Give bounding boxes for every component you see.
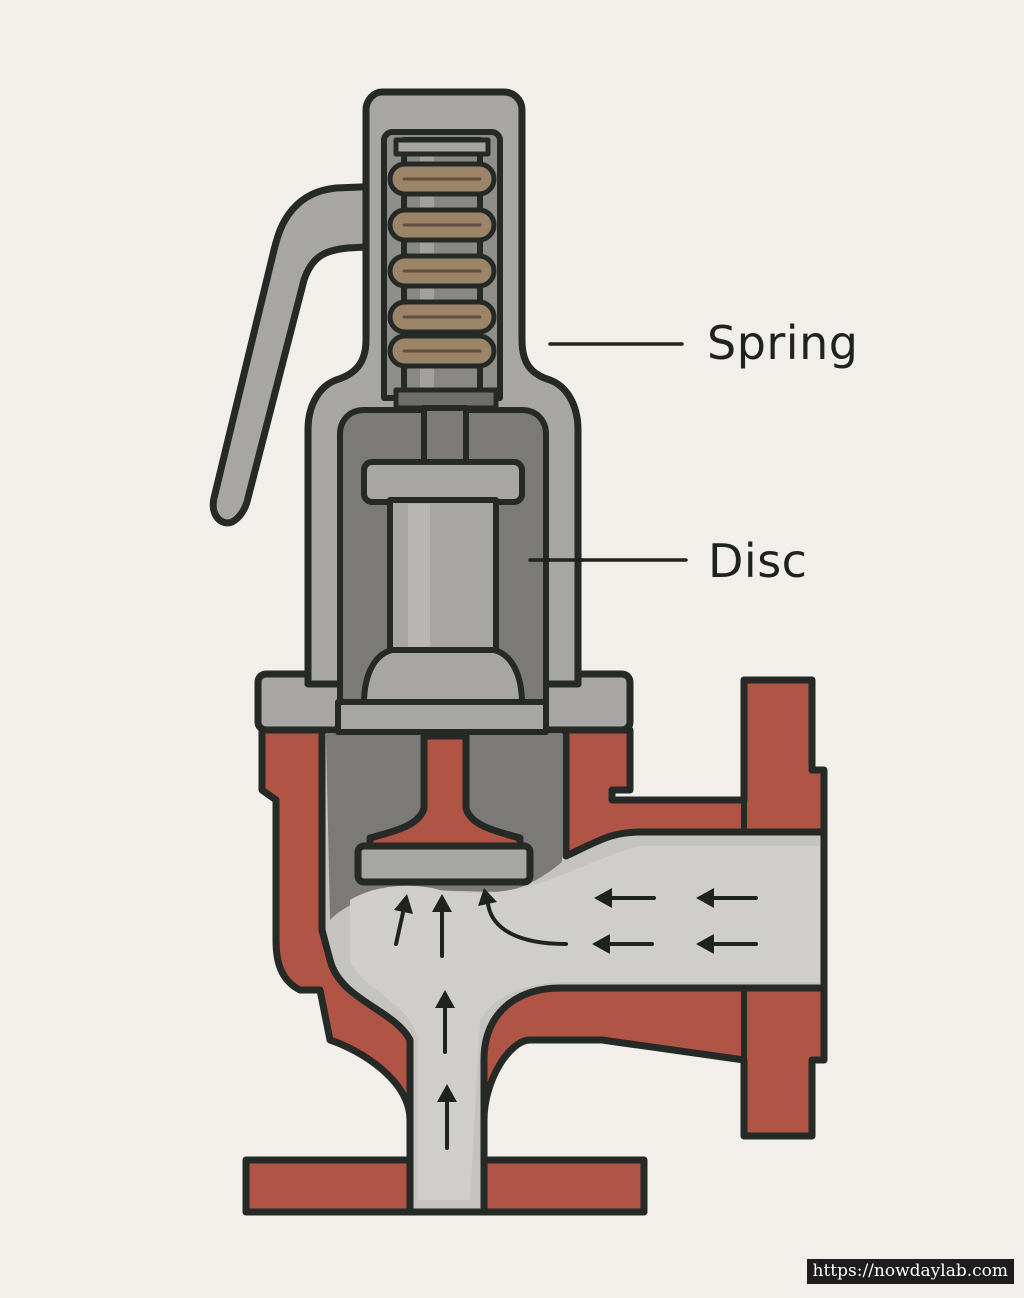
guide-body <box>387 497 499 657</box>
guide-top-plate <box>361 459 525 505</box>
guide-base <box>335 699 549 735</box>
piston-guide <box>335 405 549 735</box>
disc-plate <box>354 842 534 886</box>
disc-label: Disc <box>708 534 808 588</box>
flow-arrow-left-3 <box>592 934 654 954</box>
leader-lines <box>528 342 688 562</box>
flow-arrow-up-1 <box>437 1084 457 1150</box>
lever-handle <box>209 182 388 527</box>
guide-bell <box>361 647 525 707</box>
flow-arrow-left-1 <box>594 888 656 908</box>
flow-arrow-up-3 <box>432 894 452 958</box>
spring <box>387 137 499 411</box>
guide-body-highlight <box>408 504 430 650</box>
flow-arrows <box>394 888 758 1150</box>
spring-coil-inner-lines <box>402 177 482 353</box>
inlet-flange-right <box>480 1156 648 1216</box>
flow-arrow-curve <box>478 888 568 946</box>
flow-arrow-left-2 <box>696 888 758 908</box>
watermark: https://nowdaylab.com <box>806 1259 1014 1284</box>
spring-label: Spring <box>707 316 859 370</box>
flow-stream <box>350 846 820 1200</box>
flow-arrow-up-2 <box>435 990 455 1054</box>
disc-assembly <box>354 732 534 886</box>
spring-cap <box>393 137 491 157</box>
spring-coils <box>387 161 497 369</box>
guide-stem <box>421 405 469 467</box>
flow-arrow-left-4 <box>696 934 758 954</box>
flow-arrow-up-4 <box>394 894 413 946</box>
inlet-flange <box>242 1156 414 1216</box>
